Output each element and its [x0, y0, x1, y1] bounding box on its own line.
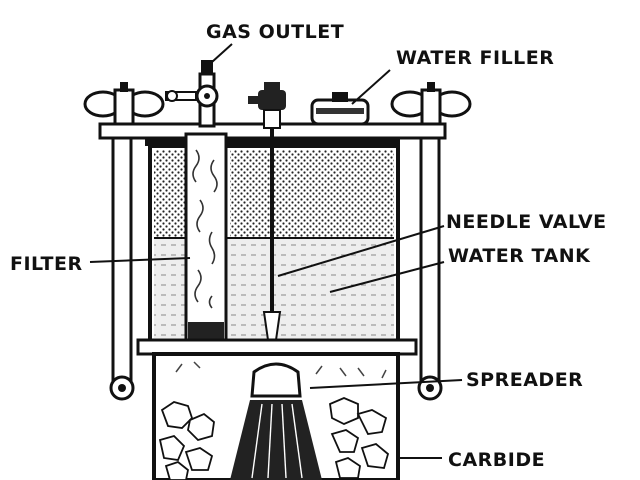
label-carbide: CARBIDE	[448, 449, 545, 471]
label-gas-outlet: GAS OUTLET	[206, 21, 344, 43]
right-wing-nut	[390, 82, 472, 126]
spreader-cone	[230, 362, 322, 480]
left-wing-nut	[83, 82, 165, 126]
gas-outlet-valve	[165, 60, 219, 128]
label-filter: FILTER	[10, 253, 83, 275]
label-water-filler: WATER FILLER	[396, 47, 554, 69]
water-filler-cap	[310, 92, 370, 126]
filter-column	[184, 132, 228, 344]
label-spreader: SPREADER	[466, 369, 583, 391]
middle-plate	[136, 338, 418, 356]
needle-valve	[248, 82, 286, 341]
label-needle-valve: NEEDLE VALVE	[446, 211, 607, 233]
label-water-tank: WATER TANK	[448, 245, 591, 267]
leader-lines	[89, 43, 463, 459]
